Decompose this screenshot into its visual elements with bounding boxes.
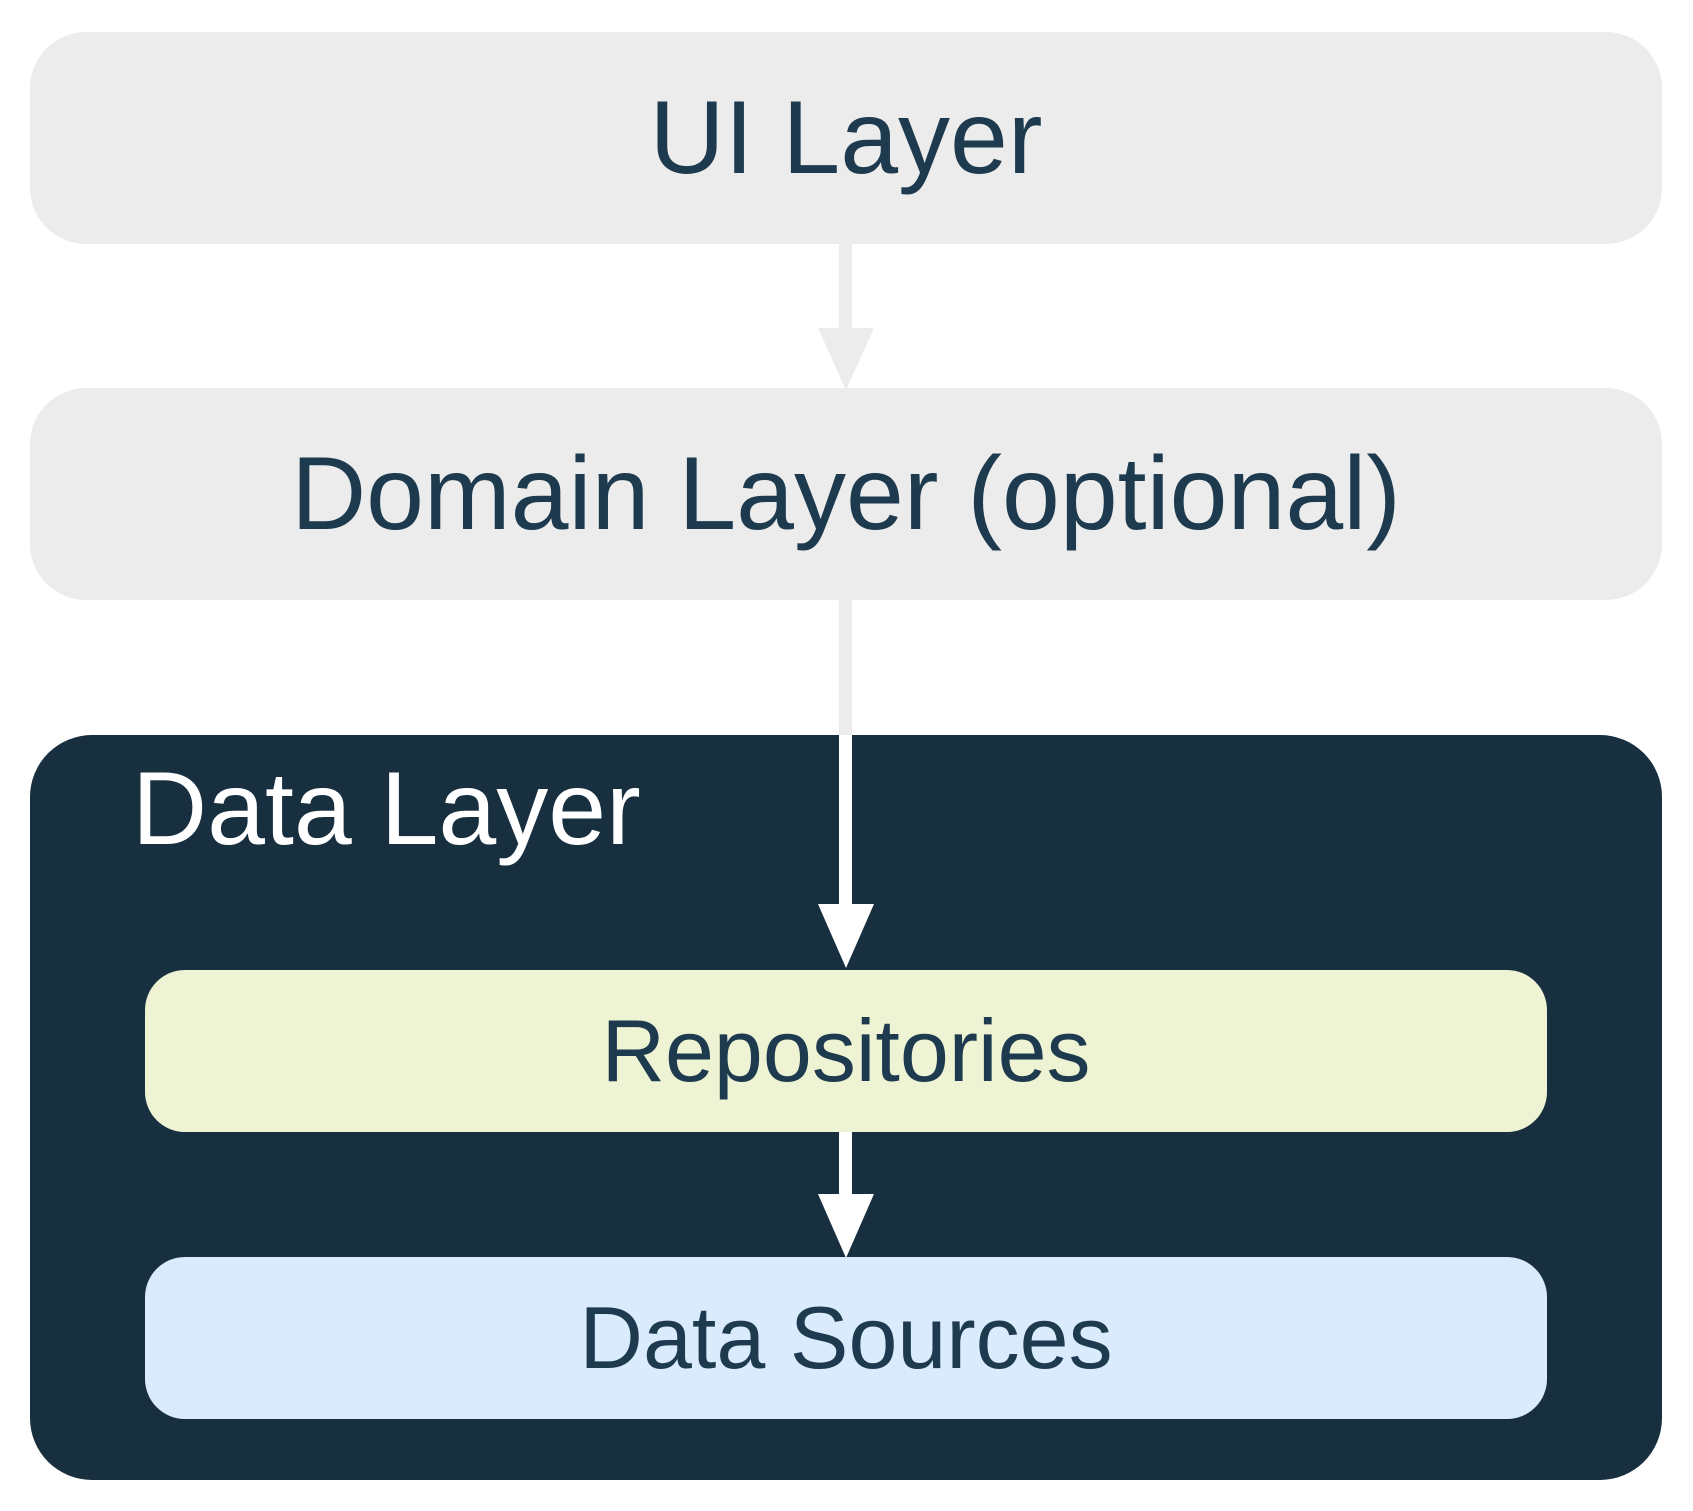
domain-layer-label: Domain Layer (optional) — [291, 435, 1401, 552]
data-sources-box: Data Sources — [145, 1257, 1547, 1419]
arrow-repositories-to-datasources-line — [839, 1132, 852, 1196]
arrow-domain-to-repositories-head-icon — [818, 904, 874, 968]
repositories-label: Repositories — [601, 1001, 1091, 1100]
domain-layer-box: Domain Layer (optional) — [30, 388, 1662, 600]
arrow-ui-to-domain-head-icon — [818, 328, 874, 390]
ui-layer-box: UI Layer — [30, 32, 1662, 244]
ui-layer-label: UI Layer — [649, 79, 1043, 196]
data-layer-label: Data Layer — [132, 751, 641, 867]
arrow-ui-to-domain-line — [839, 244, 852, 330]
arrow-domain-to-repositories-line-gray — [839, 600, 852, 736]
arrow-repositories-to-datasources-head-icon — [818, 1194, 874, 1258]
data-sources-label: Data Sources — [579, 1288, 1113, 1387]
arrow-domain-to-repositories-line-white — [839, 735, 852, 905]
repositories-box: Repositories — [145, 970, 1547, 1132]
